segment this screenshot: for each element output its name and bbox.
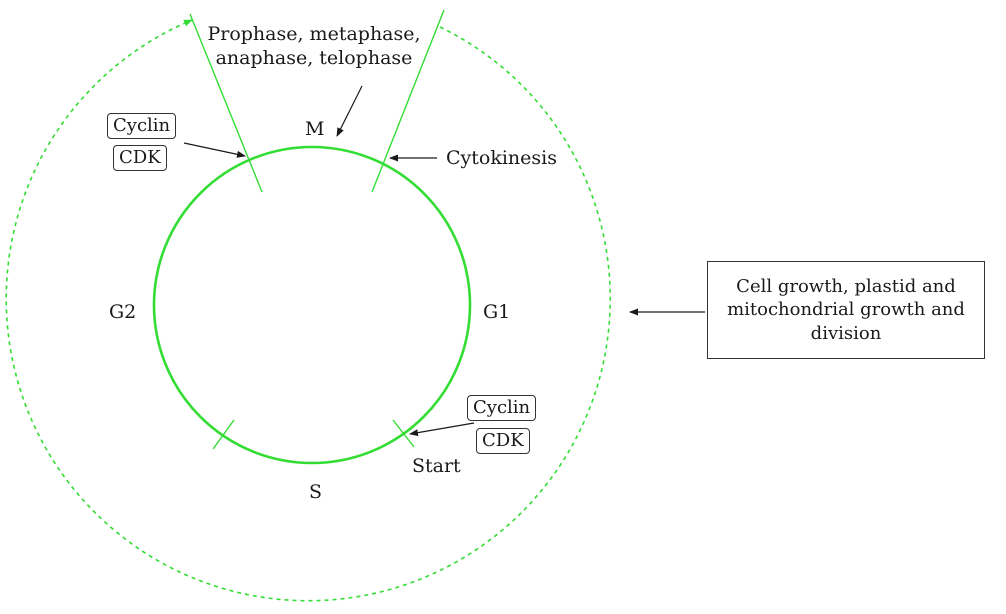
- cytokinesis-label: Cytokinesis: [446, 147, 557, 169]
- m-phase-left-boundary: [189, 13, 263, 193]
- start-label: Start: [412, 455, 461, 477]
- growth-info-box: Cell growth, plastid and mitochondrial g…: [707, 261, 985, 359]
- g1-s-cdk-box: CDK: [476, 428, 530, 454]
- g1-s-checkpoint-arrow: [409, 422, 475, 437]
- phase-m-label: M: [305, 118, 325, 140]
- phase-g1-label: G1: [483, 301, 511, 323]
- phase-s-label: S: [309, 481, 323, 503]
- outer-growth-cycle: [5, 19, 611, 602]
- g2-m-cdk-box: CDK: [113, 145, 167, 171]
- mitosis-subphases-label: Prophase, metaphase, anaphase, telophase: [207, 23, 420, 71]
- phase-g2-label: G2: [109, 301, 137, 323]
- g1-s-tick: [392, 419, 415, 448]
- m-phase-right-boundary: [371, 9, 445, 193]
- mitosis-arrow: [336, 85, 363, 137]
- growth-info-text: Cell growth, plastid and mitochondrial g…: [727, 275, 965, 344]
- g2-m-checkpoint-arrow: [183, 142, 246, 158]
- g1-s-cyclin-box: Cyclin: [467, 395, 537, 421]
- mitosis-subphases-line1: Prophase, metaphase,: [207, 23, 421, 45]
- g2-m-cyclin-box: Cyclin: [107, 113, 177, 139]
- s-g2-tick: [212, 419, 235, 450]
- inner-cell-cycle: [152, 145, 472, 465]
- mitosis-subphases-line2: anaphase, telophase: [215, 46, 413, 69]
